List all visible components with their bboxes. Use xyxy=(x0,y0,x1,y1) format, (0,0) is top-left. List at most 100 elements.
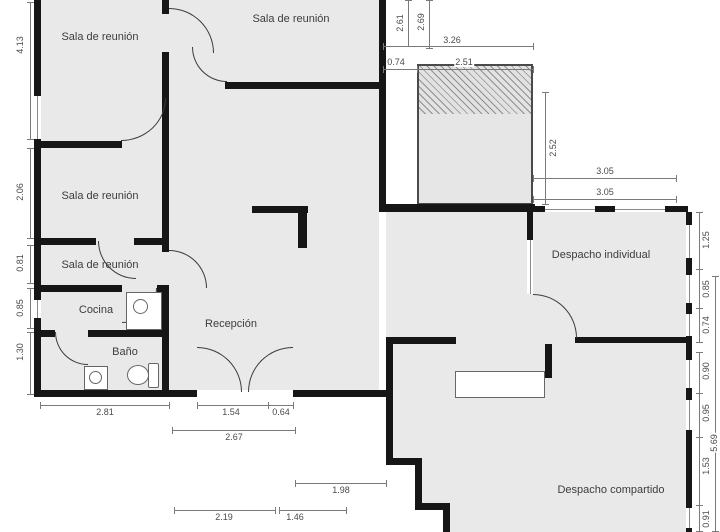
wall-segment xyxy=(527,212,533,240)
wall-segment xyxy=(386,458,422,465)
room-label-5: Baño xyxy=(112,346,138,358)
window-pane-line xyxy=(689,508,690,528)
dimension-tick xyxy=(696,342,703,343)
dimension-tick xyxy=(268,402,269,409)
dimension-label-8: 0.74 xyxy=(386,57,406,67)
dimension-label-2: 0.81 xyxy=(15,253,25,273)
window-icon xyxy=(615,206,665,212)
dimension-tick xyxy=(696,505,703,506)
room-label-8: Despacho compartido xyxy=(557,484,665,496)
dimension-tick xyxy=(676,196,677,203)
dimension-label-5: 2.61 xyxy=(395,13,405,33)
dimension-label-10: 2.52 xyxy=(548,138,558,158)
dimension-label-19: 0.91 xyxy=(701,509,711,529)
dimension-tick xyxy=(275,507,276,514)
dimension-line xyxy=(699,212,700,269)
wall-segment xyxy=(34,285,122,292)
window-pane-line xyxy=(37,96,38,139)
dimension-tick xyxy=(174,507,175,514)
dimension-label-0: 4.13 xyxy=(15,35,25,55)
wall-segment xyxy=(575,337,688,343)
wall-segment xyxy=(162,0,169,14)
dimension-label-24: 2.67 xyxy=(224,432,244,442)
dimension-tick xyxy=(27,139,34,140)
wall-segment xyxy=(34,390,174,397)
window-pane-line xyxy=(615,209,665,210)
dimension-tick xyxy=(27,148,34,149)
window-icon xyxy=(686,508,692,528)
window-pane-line xyxy=(530,240,531,294)
dimension-tick xyxy=(533,66,534,73)
window-pane-line xyxy=(37,300,38,318)
window-icon xyxy=(686,314,692,336)
wall-segment xyxy=(379,0,386,211)
dimension-line xyxy=(417,69,533,70)
dimension-tick xyxy=(533,175,534,182)
dimension-line xyxy=(699,393,700,437)
dimension-tick xyxy=(696,393,703,394)
dimension-line xyxy=(699,352,700,393)
dimension-label-6: 2.69 xyxy=(416,12,426,32)
dimension-tick xyxy=(346,507,347,514)
dimension-tick xyxy=(405,0,412,1)
dimension-tick xyxy=(417,66,418,73)
wall-segment xyxy=(162,288,169,392)
dimension-line xyxy=(408,0,409,46)
dimension-tick xyxy=(386,480,387,487)
room-label-2: Sala de reunión xyxy=(61,190,139,202)
window-pane-line xyxy=(689,400,690,430)
dimension-line xyxy=(268,405,293,406)
sink-basin-icon xyxy=(89,371,102,384)
dimension-line xyxy=(30,332,31,394)
dimension-line xyxy=(197,405,268,406)
window-pane-line xyxy=(689,360,690,388)
wall-segment xyxy=(34,141,122,148)
wall-segment xyxy=(533,206,688,212)
dimension-line xyxy=(699,308,700,342)
room-label-3: Sala de reunión xyxy=(61,259,139,271)
dimension-tick xyxy=(383,43,384,50)
dimension-label-27: 1.46 xyxy=(285,512,305,522)
dimension-tick xyxy=(533,196,534,203)
toilet-tank-icon xyxy=(148,363,159,388)
dimension-line xyxy=(30,245,31,283)
dimension-line xyxy=(699,505,700,531)
wall-segment xyxy=(162,143,169,243)
dimension-tick xyxy=(27,332,34,333)
dimension-tick xyxy=(696,352,703,353)
desk-icon xyxy=(455,371,545,398)
dimension-label-12: 3.05 xyxy=(595,187,615,197)
dimension-tick xyxy=(295,427,296,434)
wall-segment xyxy=(386,337,456,344)
dimension-line xyxy=(295,483,386,484)
dimension-label-17: 0.95 xyxy=(701,403,711,423)
dimension-line xyxy=(429,0,430,48)
kitchen-sink-icon xyxy=(133,299,148,314)
window-pane-line xyxy=(689,275,690,303)
dimension-tick xyxy=(169,402,170,409)
wall-segment xyxy=(415,503,450,510)
wall-segment xyxy=(252,206,308,213)
dimension-line xyxy=(699,437,700,505)
dimension-label-1: 2.06 xyxy=(15,182,25,202)
wall-segment xyxy=(415,458,422,510)
dimension-line xyxy=(30,148,31,238)
room-label-0: Sala de reunión xyxy=(61,31,139,43)
dimension-line xyxy=(30,2,31,139)
exterior-area xyxy=(386,510,444,532)
dimension-line xyxy=(533,178,676,179)
dimension-tick xyxy=(27,283,34,284)
dimension-tick xyxy=(696,308,703,309)
dimension-tick xyxy=(279,507,280,514)
dimension-line xyxy=(699,269,700,308)
dimension-label-20: 5.69 xyxy=(709,433,719,453)
dimension-label-3: 0.85 xyxy=(15,298,25,318)
dimension-tick xyxy=(27,394,34,395)
dimension-tick xyxy=(40,402,41,409)
wall-segment xyxy=(293,390,388,397)
wall-segment xyxy=(225,82,383,89)
wall-segment xyxy=(545,344,552,378)
dimension-line xyxy=(279,510,346,511)
window-icon xyxy=(545,206,595,212)
window-pane-line xyxy=(689,314,690,336)
